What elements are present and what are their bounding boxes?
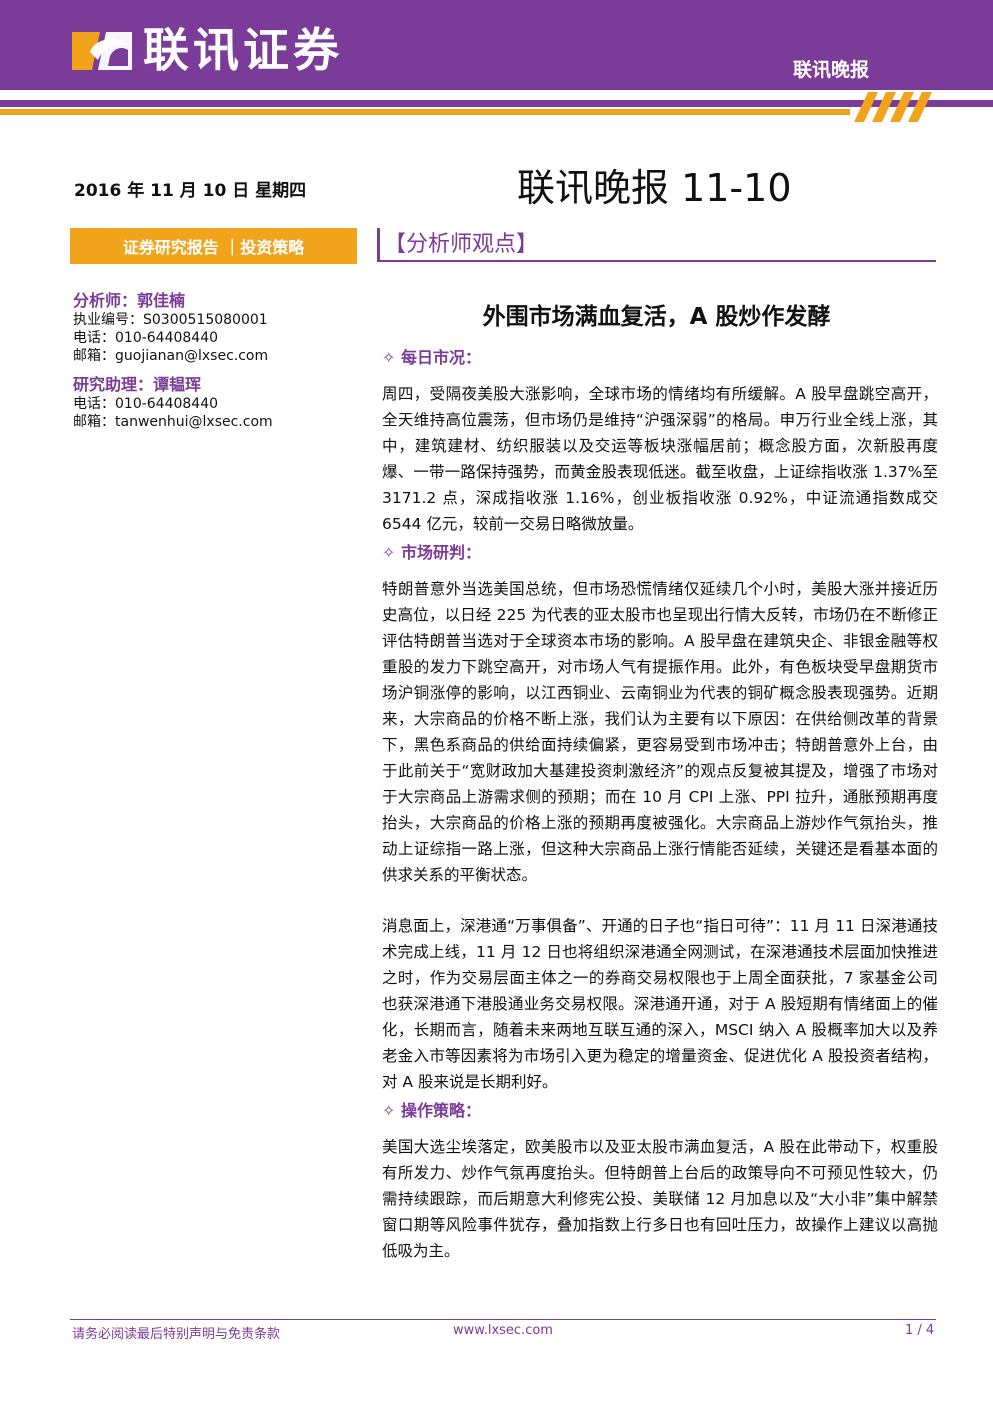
paragraph-market: 周四，受隔夜美股大涨影响，全球市场的情绪均有所缓解。A 股早盘跳空高开，全天维持… bbox=[382, 385, 938, 533]
analyst-name: 分析师：郭佳楠 bbox=[73, 291, 186, 310]
assistant-email: 邮箱：tanwenhui@lxsec.com bbox=[73, 414, 273, 430]
header-stripe bbox=[0, 92, 993, 122]
footer-disclaimer: 请务必阅读最后特别声明与免责条款 bbox=[72, 1327, 281, 1342]
footer-divider bbox=[70, 1319, 936, 1320]
paragraph-analysis-2: 消息面上，深港通“万事俱备”、开通的日子也“指日可待”：11 月 11 日深港通… bbox=[382, 917, 938, 1091]
section-heading-market: ✧ 每日市况： bbox=[382, 348, 481, 367]
analyst-phone: 电话：010-64408440 bbox=[73, 330, 219, 346]
company-logo-icon bbox=[72, 32, 132, 70]
paragraph-analysis-1: 特朗普意外当选美国总统，但市场恐慌情绪仅延续几个小时，美股大涨并接近历史高位，以… bbox=[382, 580, 938, 884]
article-headline: 外围市场满血复活，A 股炒作发酵 bbox=[482, 304, 831, 330]
header-banner: 联讯证券 联讯晚报 bbox=[0, 0, 993, 90]
assistant-phone: 电话：010-64408440 bbox=[73, 396, 219, 412]
report-type: 联讯晚报 bbox=[792, 59, 869, 81]
assistant-name: 研究助理：谭韫珲 bbox=[73, 375, 202, 394]
report-date: 2016 年 11 月 10 日 星期四 bbox=[74, 181, 307, 201]
page-number: 1 / 4 bbox=[905, 1323, 935, 1338]
section-heading-analysis: ✧ 市场研判： bbox=[382, 543, 481, 562]
analyst-email: 邮箱：guojianan@lxsec.com bbox=[73, 348, 269, 364]
analyst-id: 执业编号：S0300515080001 bbox=[73, 312, 268, 328]
page-title: 联讯晚报 11-10 bbox=[517, 166, 792, 210]
footer-website: www.lxsec.com bbox=[453, 1323, 553, 1338]
paragraph-strategy: 美国大选尘埃落定，欧美股市以及亚太股市满血复活，A 股在此带动下，权重股有所发力… bbox=[382, 1138, 938, 1260]
analyst-sidebar: 分析师：郭佳楠 执业编号：S0300515080001 电话：010-64408… bbox=[73, 291, 353, 431]
report-category: 证券研究报告 ｜投资策略 bbox=[70, 228, 357, 264]
section-heading-strategy: ✧ 操作策略： bbox=[382, 1101, 481, 1120]
company-name: 联讯证券 bbox=[143, 23, 343, 77]
section-tag: 【分析师观点】 bbox=[377, 228, 936, 262]
